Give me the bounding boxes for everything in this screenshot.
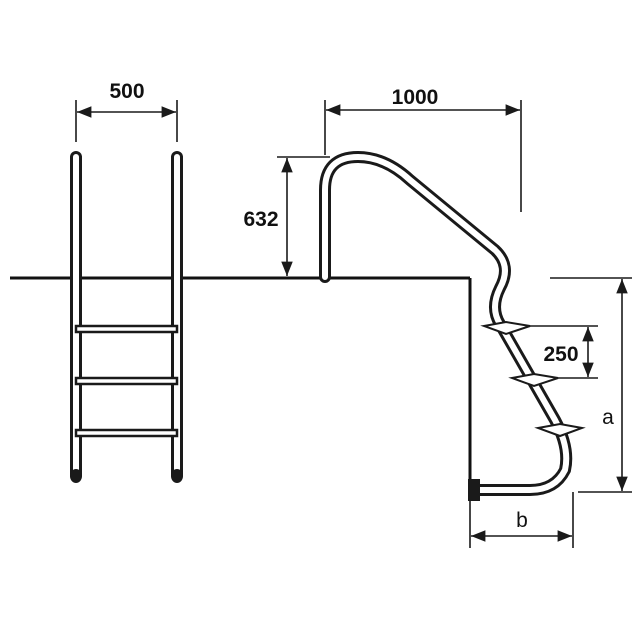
dimension-632: 632: [243, 156, 330, 276]
wall-anchor: [468, 479, 480, 501]
dimension-a: a: [550, 277, 632, 493]
base-var-label: b: [516, 509, 528, 532]
height-var-label: a: [602, 406, 614, 429]
ladder-rung: [74, 428, 179, 438]
dimension-250: 250: [530, 325, 598, 379]
ladder-rung: [74, 324, 179, 334]
ladder-right-rail: [171, 151, 183, 483]
ladder-step: [480, 320, 531, 336]
ladder-step: [534, 422, 586, 438]
pool-edge: [10, 276, 472, 492]
vertical-ladder: [70, 151, 183, 483]
handrail-height-label: 632: [243, 208, 278, 231]
step-spacing-label: 250: [543, 343, 578, 366]
dimension-500: 500: [75, 80, 178, 142]
dimension-b: b: [469, 492, 574, 548]
ladder-rung: [74, 376, 179, 386]
curved-handrail: [319, 151, 586, 501]
ladder-step: [508, 372, 559, 388]
ladder-left-rail: [70, 151, 82, 483]
dimension-1000: 1000: [324, 86, 522, 212]
handrail-reach-label: 1000: [392, 86, 439, 109]
ladder-width-label: 500: [109, 80, 144, 103]
